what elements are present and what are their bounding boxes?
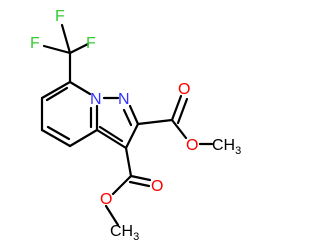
bond-ester2-co-b [128,180,151,188]
bond-ester1-co-a [170,94,183,122]
bond-cf-top [60,23,72,55]
bond-ester2-ome [104,204,120,227]
ch3-ester1-label: CH [212,137,235,154]
ch3-ester1-subscript: 3 [235,145,241,157]
bond-cf-left [42,44,72,55]
bond-cf-right [68,42,90,55]
atom-o-ester1-carbonyl: O [178,81,190,98]
bond-ester1-co-b [176,97,189,125]
atom-n-bridge: N [90,91,102,108]
molecule-structure: F F F N N O O CH3 O O CH3 [30,8,241,243]
bond-c4-c3a [68,128,99,148]
atom-ch3-ester2: CH3 [110,223,139,243]
atom-f-left: F [30,35,40,52]
bond-c2-c3 [124,122,140,150]
bond-c5-c4-inner [46,125,71,141]
bond-n-c2 [128,104,140,126]
atom-n-imine: N [118,91,130,108]
atom-f-top: F [55,8,65,25]
atom-f-right: F [86,35,96,52]
atom-ch3-ester1: CH3 [212,137,241,157]
bond-c3-c3a-inner [98,125,124,143]
bond-n-c7 [68,80,92,96]
bond-n-c2-inner [122,108,133,127]
atom-o-ester1-ether: O [186,137,198,154]
bond-ester1-oc [170,118,188,140]
ch3-ester2-label: CH [110,223,133,240]
bond-ester2-co-a [129,174,152,182]
bond-ester2-oc [111,174,133,196]
atom-o-ester2-carbonyl: O [151,178,163,195]
bond-c3-ester2 [124,146,133,178]
bond-c7-c6 [40,80,72,100]
bond-c3-c3a [95,128,128,150]
bond-c7-c6-inner [45,86,69,102]
ch3-ester2-subscript: 3 [133,231,139,243]
bond-c5-c4 [40,128,72,148]
bond-c2-ester1 [136,118,174,126]
atom-o-ester2-ether: O [100,191,112,208]
